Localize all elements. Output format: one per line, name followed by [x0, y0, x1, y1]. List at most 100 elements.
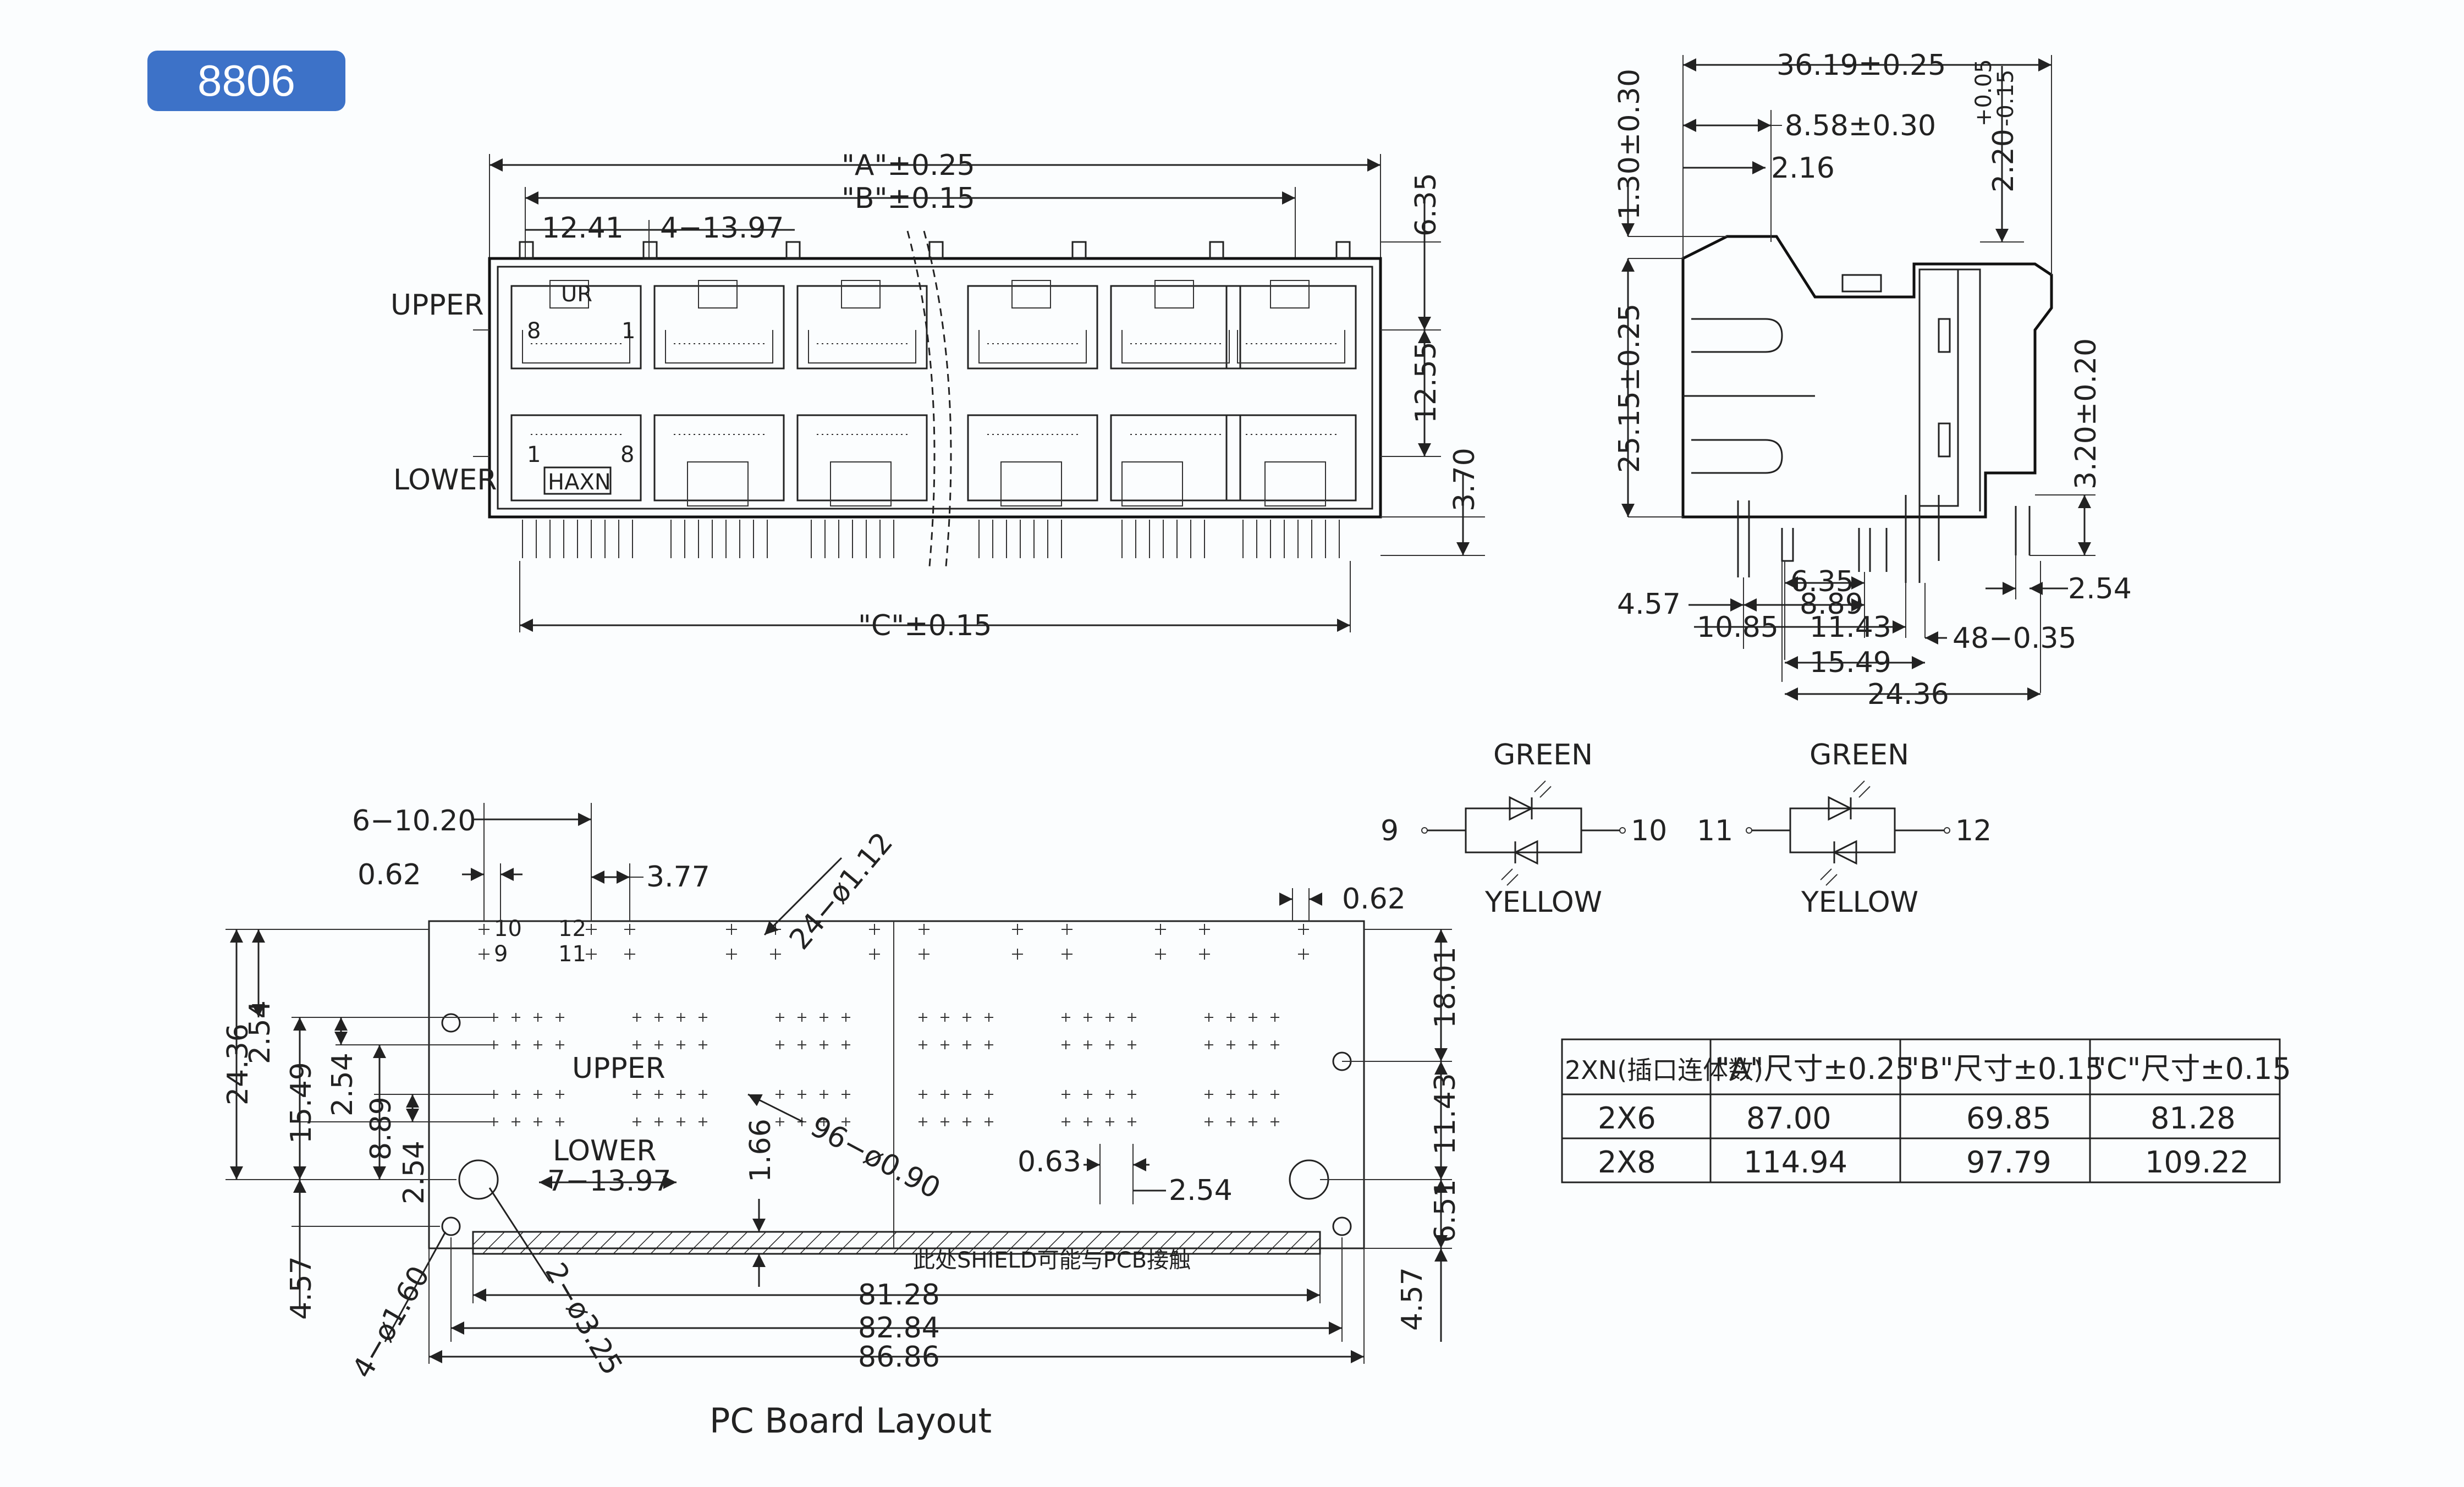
table-cell: 2X8	[1598, 1145, 1656, 1180]
latch-tabs	[519, 241, 1351, 260]
pin-1-lower: 1	[527, 442, 541, 467]
upper-ports	[510, 280, 1357, 370]
dim-2-54-c: 2.54	[398, 1141, 431, 1204]
dim-1-30: 1.30±0.30	[1613, 69, 1646, 220]
dim-8-89-side: 8.89	[1800, 588, 1863, 621]
label-upper: UPPER	[391, 289, 484, 322]
pin-8-lower: 8	[620, 442, 634, 467]
pcb-label-lower: LOWER	[553, 1134, 656, 1167]
dim-24-36-pcb: 24.36	[222, 1023, 255, 1105]
haxn-logo: HAXN	[548, 470, 611, 495]
dim-3-20: 3.20±0.20	[2070, 338, 2103, 489]
dim-6-51: 6.51	[1429, 1179, 1462, 1243]
dim-6-10-20: 6−10.20	[352, 805, 476, 838]
dim-1-66: 1.66	[744, 1119, 777, 1182]
dim-b: "B"±0.15	[842, 182, 975, 215]
dim-3-70: 3.70	[1448, 448, 1481, 511]
table-cell: 69.85	[1966, 1101, 2052, 1136]
pcb-pin-10: 10	[494, 916, 522, 941]
dim-15-49-pcb: 15.49	[285, 1062, 318, 1144]
table-header-c: "C"尺寸±0.15	[2093, 1051, 2291, 1086]
pin-8-upper: 8	[527, 318, 541, 344]
dim-4-13-97: 4−13.97	[660, 212, 784, 245]
dim-2-20-tol-up: +0.05	[1971, 59, 1997, 126]
pcb-pin-12: 12	[558, 916, 586, 941]
dim-24-36-side: 24.36	[1867, 678, 1949, 711]
dim-81-28: 81.28	[858, 1279, 940, 1312]
table-cell: 109.22	[2145, 1145, 2249, 1180]
pcb-layout: 10 9 12 11 UPPER LOWER 此处SHIELD可能与PCB接触 …	[222, 803, 1462, 1441]
front-view: "A"±0.25 "B"±0.15 12.41 4−13.97	[391, 149, 1485, 642]
dim-2-20-tol-dn: -0.15	[1993, 70, 2019, 127]
pin-1-upper: 1	[622, 318, 635, 344]
dimension-table: 2XN(插口连体数) "A"尺寸±0.25 "B"尺寸±0.15 "C"尺寸±0…	[1561, 1038, 2291, 1183]
pcb-label-upper: UPPER	[572, 1052, 666, 1085]
dim-48-0-35: 48−0.35	[1953, 622, 2077, 655]
dim-2-3-25: 2−ø3.25	[538, 1258, 629, 1381]
dim-2-54-side: 2.54	[2068, 572, 2132, 605]
model-badge: 8806	[147, 51, 345, 111]
mount-hole-left	[458, 1159, 499, 1200]
dim-96-0-90: 96−ø0.90	[805, 1110, 945, 1206]
dim-c: "C"±0.15	[858, 609, 992, 642]
table-cell: 97.79	[1966, 1145, 2052, 1180]
led1-green: GREEN	[1493, 739, 1593, 772]
dim-82-84: 82.84	[858, 1312, 940, 1345]
dim-10-85: 10.85	[1697, 611, 1779, 644]
dim-24-1-12: 24−ø1.12	[783, 827, 899, 956]
dim-8-89-pcb: 8.89	[365, 1097, 398, 1160]
dim-6-35-side: 6.35	[1790, 565, 1854, 598]
table-cell: 2X6	[1598, 1101, 1656, 1136]
led2-green: GREEN	[1810, 739, 1909, 772]
dim-2-16: 2.16	[1771, 152, 1835, 185]
led-schematic-2: GREEN YELLOW 11 12	[1697, 739, 1992, 919]
pcb-pin-9: 9	[494, 941, 508, 967]
dim-7-13-97: 7−13.97	[547, 1165, 672, 1198]
dim-6-35-front: 6.35	[1410, 173, 1443, 236]
table-cell: 114.94	[1744, 1145, 1847, 1180]
table-header-n: 2XN(插口连体数)	[1565, 1055, 1763, 1085]
dim-2-54-d: 2.54	[1169, 1174, 1233, 1207]
dim-15-49-side: 15.49	[1810, 646, 1891, 679]
dim-4-57-left: 4.57	[285, 1256, 318, 1320]
pcb-title: PC Board Layout	[710, 1401, 992, 1441]
dim-0-62-left: 0.62	[358, 858, 421, 891]
table-header-a: "A"尺寸±0.25	[1716, 1051, 1914, 1086]
dim-11-43-pcb: 11.43	[1429, 1073, 1462, 1155]
led2-yellow: YELLOW	[1801, 886, 1918, 919]
table-cell: 81.28	[2150, 1101, 2236, 1136]
dim-12-55: 12.55	[1410, 342, 1443, 423]
dim-2-20: 2.20	[1987, 129, 2020, 192]
ul-logo: UR	[561, 282, 592, 307]
lower-ports	[510, 414, 1357, 506]
led-pin-12: 12	[1955, 814, 1992, 847]
dim-2-54-a: 2.54	[244, 1000, 277, 1064]
dim-0-62-right: 0.62	[1342, 883, 1406, 916]
side-view: 36.19±0.25 8.58±0.30 2.16 1.30±0.30 25.1…	[1613, 49, 2132, 711]
dim-8-58: 8.58±0.30	[1785, 109, 1936, 142]
led-pin-10: 10	[1631, 814, 1667, 847]
dim-12-41: 12.41	[542, 212, 624, 245]
led1-yellow: YELLOW	[1484, 886, 1602, 919]
led-pin-11: 11	[1697, 814, 1733, 847]
dim-4-1-60: 4−ø1.60	[346, 1260, 436, 1384]
shield-note: 此处SHIELD可能与PCB接触	[913, 1248, 1191, 1273]
dim-a: "A"±0.25	[842, 149, 975, 182]
dim-18-01: 18.01	[1429, 946, 1462, 1028]
dim-11-43-side: 11.43	[1810, 611, 1891, 644]
pcb-pin-11: 11	[558, 941, 586, 967]
label-lower: LOWER	[393, 464, 497, 497]
dim-2-54-b: 2.54	[326, 1053, 359, 1116]
pcb-pin-grid	[490, 1013, 1279, 1126]
led-pin-9: 9	[1380, 814, 1399, 847]
table-cell: 87.00	[1746, 1101, 1832, 1136]
dim-86-86: 86.86	[858, 1341, 940, 1374]
led-schematic-1: GREEN YELLOW 9 10	[1380, 739, 1667, 919]
dim-0-63: 0.63	[1018, 1145, 1081, 1178]
dim-4-57-right: 4.57	[1396, 1267, 1429, 1331]
dim-4-57-side: 4.57	[1617, 588, 1681, 621]
table-header-b: "B"尺寸±0.15	[1906, 1051, 2104, 1086]
dim-36-19: 36.19±0.25	[1777, 49, 1946, 82]
dim-25-15: 25.15±0.25	[1613, 304, 1646, 473]
